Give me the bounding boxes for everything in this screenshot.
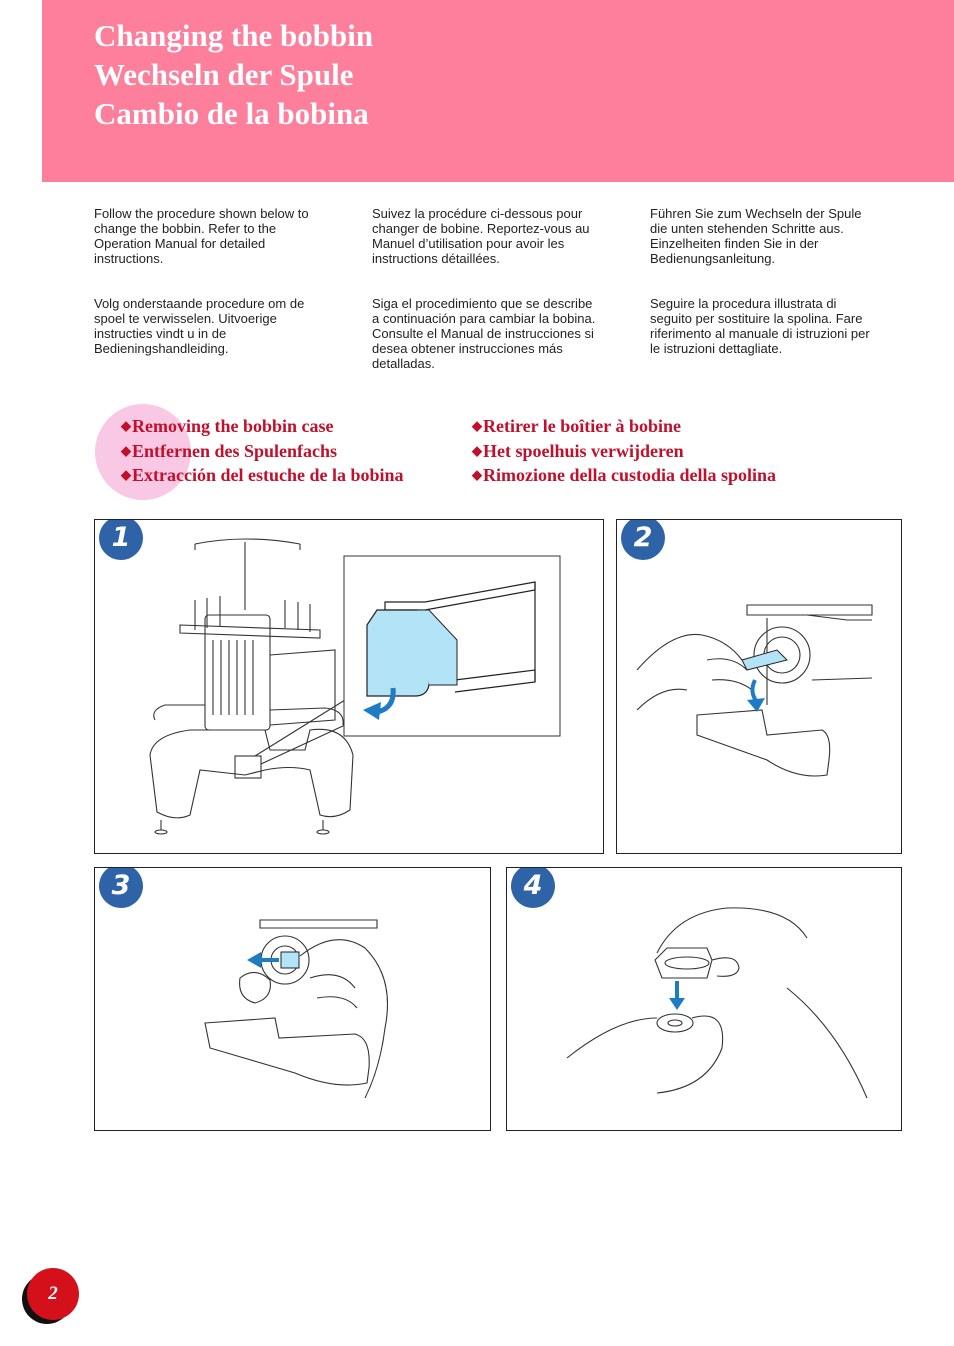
intro-line: spoel te verwisselen. Uitvoerige (94, 311, 277, 326)
rotate-arrow-icon (747, 679, 765, 712)
diamond-bullet-icon: ◆ (121, 442, 131, 458)
intro-line: instructions détaillées. (372, 251, 500, 266)
intro-line: a continuación para cambiar la bobina. (372, 311, 596, 326)
section-heading-item: ◆Removing the bobbin case (121, 416, 334, 436)
section-heading-item: ◆Rimozione della custodia della spolina (472, 465, 777, 485)
section-heading-item: ◆Entfernen des Spulenfachs (121, 440, 338, 461)
step-2-panel: 2 (616, 519, 902, 854)
intro-line: instructions. (94, 251, 164, 266)
diamond-bullet-icon: ◆ (472, 418, 482, 433)
step-3-panel: 3 (94, 867, 491, 1131)
intro-line: Siga el procedimiento que se describe (372, 296, 593, 311)
section-heading-right: ◆Retirer le boîtier à bobine ◆Het spoelh… (472, 415, 776, 489)
step-1-panel: 1 (94, 519, 604, 854)
intro-line: Einzelheiten finden Sie in der (650, 236, 819, 251)
step-2-badge: 2 (621, 520, 665, 560)
intro-line: Consulte el Manual de instrucciones si (372, 326, 594, 341)
embroidery-machine-illustration (149, 538, 561, 835)
pull-arrow-icon (247, 952, 279, 968)
intro-line: Bedienungsanleitung. (650, 251, 776, 266)
page-number-badge: 2 (22, 1266, 80, 1328)
intro-dutch: Volg onderstaande procedure om de spoel … (94, 296, 354, 356)
intro-line: Seguire la procedura illustrata di (650, 296, 837, 311)
section-heading-item: ◆Het spoelhuis verwijderen (472, 440, 684, 461)
section-heading-item: ◆Retirer le boîtier à bobine (472, 416, 681, 436)
intro-english: Follow the procedure shown below to chan… (94, 206, 354, 266)
down-arrow-icon (669, 981, 685, 1010)
intro-french: Suivez la procédure ci-dessous pour chan… (372, 206, 634, 266)
intro-line: die unten stehenden Schritte aus. (650, 221, 844, 236)
title-banner: Changing the bobbin Wechseln der Spule C… (42, 0, 954, 182)
section-heading-item: ◆Extracción del estuche de la bobina (121, 465, 404, 485)
step-4-badge: 4 (511, 868, 555, 908)
intro-line: Operation Manual for detailed (94, 236, 266, 251)
intro-line: le istruzioni dettagliate. (650, 341, 783, 356)
intro-line: detalladas. (372, 356, 435, 371)
diamond-bullet-icon: ◆ (472, 467, 482, 482)
intro-german: Führen Sie zum Wechseln der Spule die un… (650, 206, 918, 266)
step-3-badge: 3 (99, 868, 143, 908)
intro-line: instructies vindt u in de (94, 326, 227, 341)
intro-line: desea obtener instrucciones más (372, 341, 563, 356)
intro-line: riferimento al manuale di istruzioni per (650, 326, 870, 341)
bobbin-case-removal-illustration (204, 919, 388, 1099)
intro-line: change the bobbin. Refer to the (94, 221, 277, 236)
intro-line: changer de bobine. Reportez-vous au (372, 221, 590, 236)
rotate-arrow-icon (363, 687, 396, 720)
page-number: 2 (27, 1268, 79, 1320)
bobbin-insertion-illustration (566, 907, 868, 1099)
intro-line: seguito per sostituire la spolina. Fare (650, 311, 863, 326)
title-spanish: Cambio de la bobina (94, 96, 369, 131)
section-heading-left: ◆Removing the bobbin case ◆Entfernen des… (121, 415, 404, 489)
diamond-bullet-icon: ◆ (121, 418, 131, 433)
page-title: Changing the bobbin Wechseln der Spule C… (94, 16, 373, 133)
intro-line: Follow the procedure shown below to (94, 206, 309, 221)
intro-line: Manuel d’utilisation pour avoir les (372, 236, 565, 251)
intro-spanish: Siga el procedimiento que se describe a … (372, 296, 634, 371)
intro-italian: Seguire la procedura illustrata di segui… (650, 296, 918, 356)
diamond-bullet-icon: ◆ (121, 467, 131, 482)
intro-line: Volg onderstaande procedure om de (94, 296, 305, 311)
title-english: Changing the bobbin (94, 18, 374, 53)
title-german: Wechseln der Spule (94, 57, 354, 92)
step-4-panel: 4 (506, 867, 902, 1131)
intro-line: Suivez la procédure ci-dessous pour (372, 206, 583, 221)
bobbin-latch-illustration (636, 604, 873, 777)
intro-line: Bedieningshandleiding. (94, 341, 229, 356)
section-decoration-circle (95, 404, 191, 500)
step-1-badge: 1 (99, 520, 143, 560)
diamond-bullet-icon: ◆ (472, 442, 482, 458)
intro-line: Führen Sie zum Wechseln der Spule (650, 206, 862, 221)
